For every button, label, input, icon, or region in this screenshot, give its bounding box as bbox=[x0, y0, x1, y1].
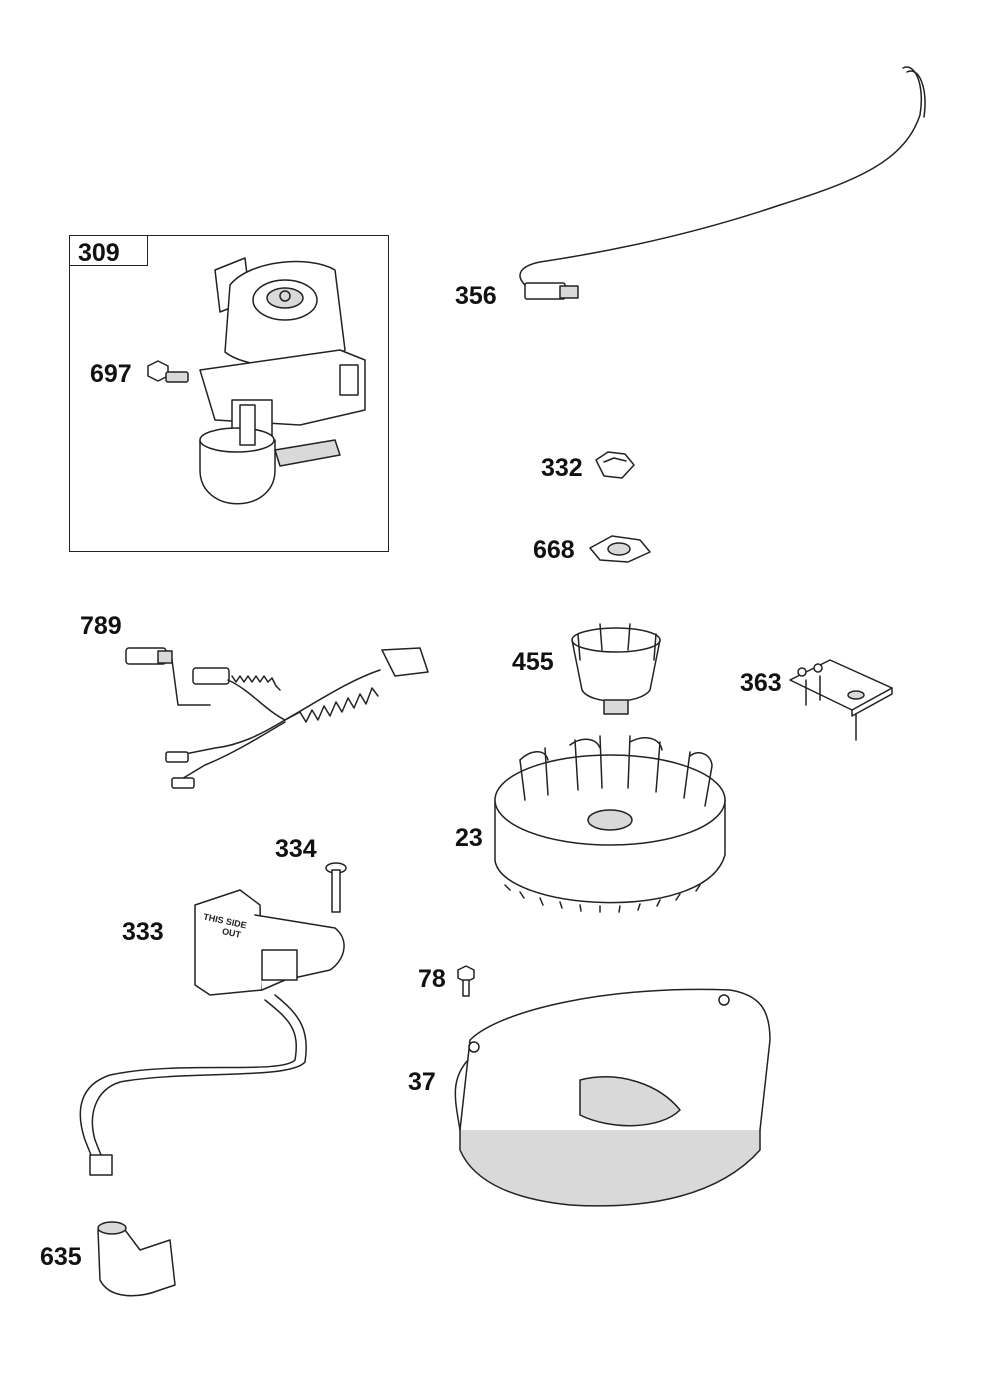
callout-697: 697 bbox=[90, 360, 132, 388]
washer-668 bbox=[590, 536, 650, 562]
flywheel-23 bbox=[495, 736, 725, 912]
callout-37: 37 bbox=[408, 1068, 436, 1096]
callout-635: 635 bbox=[40, 1243, 82, 1271]
callout-23: 23 bbox=[455, 824, 483, 852]
callout-668: 668 bbox=[533, 536, 575, 564]
ignition-coil-333 bbox=[80, 890, 344, 1175]
callout-356: 356 bbox=[455, 282, 497, 310]
callout-789: 789 bbox=[80, 612, 122, 640]
cup-455 bbox=[572, 624, 660, 714]
bolt-78 bbox=[458, 966, 474, 996]
callout-333: 333 bbox=[122, 918, 164, 946]
callout-334: 334 bbox=[275, 835, 317, 863]
bolt-697 bbox=[148, 361, 188, 382]
callout-455: 455 bbox=[512, 648, 554, 676]
wire-harness-789 bbox=[126, 648, 428, 788]
kit-label: 309 bbox=[78, 239, 120, 267]
starter-motor-309 bbox=[200, 258, 365, 504]
kit-label-tab: 309 bbox=[70, 236, 148, 267]
callout-332: 332 bbox=[541, 454, 583, 482]
bracket-363 bbox=[790, 660, 892, 740]
hex-nut-332 bbox=[596, 452, 634, 478]
blower-housing-37 bbox=[455, 989, 770, 1206]
kit-frame: 309 bbox=[69, 235, 389, 552]
wire-lead-356 bbox=[520, 67, 925, 299]
screw-334 bbox=[326, 863, 346, 912]
callout-363: 363 bbox=[740, 669, 782, 697]
callout-78: 78 bbox=[418, 965, 446, 993]
spark-plug-boot-635 bbox=[98, 1222, 175, 1296]
